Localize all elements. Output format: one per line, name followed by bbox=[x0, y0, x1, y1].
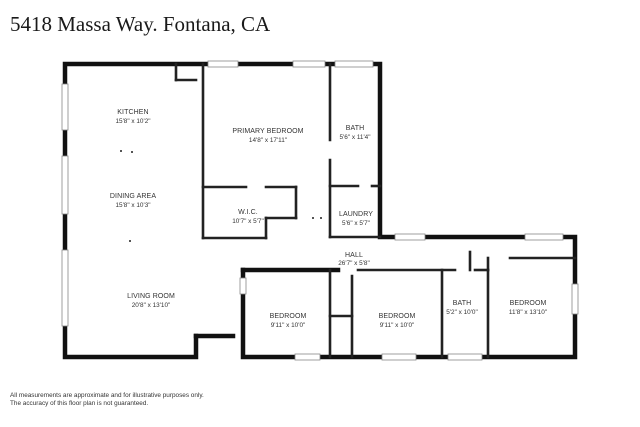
primary-bedroom-dims: 14'8" x 17'11" bbox=[249, 137, 287, 144]
dining-area-dims: 15'8" x 10'3" bbox=[115, 202, 150, 209]
exterior-walls bbox=[62, 61, 578, 360]
window-hall-north bbox=[394, 233, 426, 241]
window-kitchen-west bbox=[61, 83, 69, 131]
window-bath-north bbox=[334, 60, 374, 68]
hall-dims: 26'7" x 5'8" bbox=[338, 260, 370, 267]
window-bedroom2-south bbox=[381, 353, 417, 361]
bedroom-2-dims: 9'11" x 10'0" bbox=[380, 322, 415, 329]
property-address-title: 5418 Massa Way. Fontana, CA bbox=[10, 12, 271, 36]
bedroom-1-dims: 9'11" x 10'0" bbox=[271, 322, 306, 329]
bedroom-3-dims: 11'8" x 13'10" bbox=[509, 309, 547, 316]
bedroom-3-name: BEDROOM bbox=[510, 300, 547, 307]
mark-kitchen-2 bbox=[131, 151, 133, 153]
wic-dims: 10'7" x 5'7" bbox=[232, 218, 264, 225]
mark-primary-2 bbox=[320, 217, 322, 219]
interior-walls bbox=[174, 62, 577, 359]
mark-kitchen bbox=[120, 150, 122, 152]
windows bbox=[61, 60, 579, 361]
disclaimer: All measurements are approximate and for… bbox=[10, 392, 204, 409]
window-bath2-south bbox=[447, 353, 483, 361]
disclaimer-line-1: All measurements are approximate and for… bbox=[10, 392, 204, 399]
window-bedroom1-west bbox=[239, 277, 247, 295]
laundry-dims: 5'6" x 5'7" bbox=[342, 220, 370, 227]
hall-bath-dims: 5'2" x 10'0" bbox=[446, 309, 478, 316]
exterior-wall-west-north-east bbox=[62, 61, 578, 360]
primary-bath-name: BATH bbox=[346, 125, 365, 132]
window-bedroom3-north bbox=[524, 233, 564, 241]
window-primary-north-2 bbox=[292, 60, 326, 68]
living-room-name: LIVING ROOM bbox=[127, 293, 175, 300]
mark-primary bbox=[312, 217, 314, 219]
wic-name: W.I.C. bbox=[238, 209, 258, 216]
window-living-west bbox=[61, 249, 69, 327]
bedroom-2-name: BEDROOM bbox=[379, 313, 416, 320]
primary-bath-dims: 5'6" x 11'4" bbox=[339, 134, 370, 141]
room-labels: KITCHEN 15'8" x 10'2" DINING AREA 15'8" … bbox=[110, 109, 547, 329]
dining-area-name: DINING AREA bbox=[110, 193, 156, 200]
primary-bedroom-name: PRIMARY BEDROOM bbox=[232, 128, 303, 135]
window-bedroom1-south bbox=[294, 353, 321, 361]
mark-dining bbox=[129, 240, 131, 242]
hall-bath-name: BATH bbox=[453, 300, 472, 307]
window-dining-west bbox=[61, 155, 69, 215]
bedroom-1-name: BEDROOM bbox=[270, 313, 307, 320]
fixture-marks bbox=[120, 150, 322, 242]
disclaimer-line-2: The accuracy of this floor plan is not g… bbox=[10, 400, 149, 408]
laundry-name: LAUNDRY bbox=[339, 211, 373, 218]
living-room-dims: 20'8" x 13'10" bbox=[132, 302, 171, 309]
hall-name: HALL bbox=[345, 252, 363, 259]
kitchen-name: KITCHEN bbox=[117, 109, 148, 116]
window-bedroom3-east bbox=[571, 283, 579, 315]
kitchen-dims: 15'8" x 10'2" bbox=[115, 118, 150, 125]
window-primary-north-1 bbox=[207, 60, 239, 68]
